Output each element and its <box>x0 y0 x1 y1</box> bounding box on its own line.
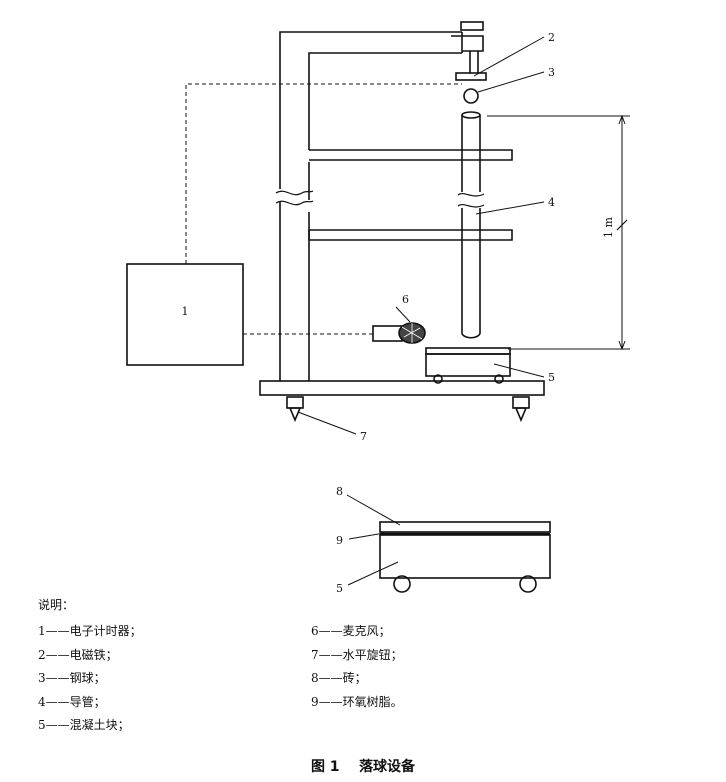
electronic-timer-box <box>126 263 244 366</box>
leveling-knobs <box>286 396 530 435</box>
legend-left-column: 1——电子计时器； 2——电磁铁； 3——钢球； 4——导管； 5——混凝土块； <box>38 620 142 738</box>
callout-2: 2 <box>548 31 555 44</box>
figure-number: 图 1 <box>310 759 340 775</box>
legend-item-3: 3——钢球； <box>38 671 106 685</box>
height-label: 1 m <box>602 217 615 238</box>
legend-item-7: 7——水平旋钮； <box>311 647 403 662</box>
callout-6: 6 <box>402 293 409 306</box>
legend-item-8: 8——砖； <box>311 671 367 685</box>
detail-callout-8: 8 <box>336 485 343 498</box>
detail-callout-9: 9 <box>336 534 343 547</box>
detail-callout-5: 5 <box>336 582 343 595</box>
guide-tube <box>457 111 485 339</box>
concrete-block-cart <box>425 347 545 384</box>
legend-right-column: 6——麦克风； 7——水平旋钮； 8——砖； 9——环氧树脂。 <box>311 620 403 714</box>
detail-view-block <box>346 494 551 593</box>
callout-7: 7 <box>360 430 367 443</box>
callout-3: 3 <box>548 66 555 79</box>
timer-to-magnet-wire <box>185 83 462 264</box>
legend-item-4: 4——导管； <box>38 694 106 709</box>
electromagnet <box>451 21 545 81</box>
figure-caption: 图 1 落球设备 <box>0 756 726 776</box>
legend-item-5: 5——混凝土块； <box>38 718 130 732</box>
callout-1: 1 <box>182 305 189 318</box>
figure-title: 落球设备 <box>359 759 416 775</box>
steel-ball <box>463 88 479 104</box>
legend-item-1: 1——电子计时器； <box>38 624 142 638</box>
stand-frame <box>259 31 545 396</box>
legend-item-9: 9——环氧树脂。 <box>311 694 403 709</box>
legend-item-2: 2——电磁铁； <box>38 647 118 662</box>
legend-title: 说明： <box>38 598 75 612</box>
callout-5: 5 <box>548 371 555 384</box>
legend-item-6: 6——麦克风； <box>311 624 391 638</box>
microphone <box>372 306 426 344</box>
callout-4: 4 <box>548 196 555 209</box>
height-dimension <box>487 114 630 351</box>
